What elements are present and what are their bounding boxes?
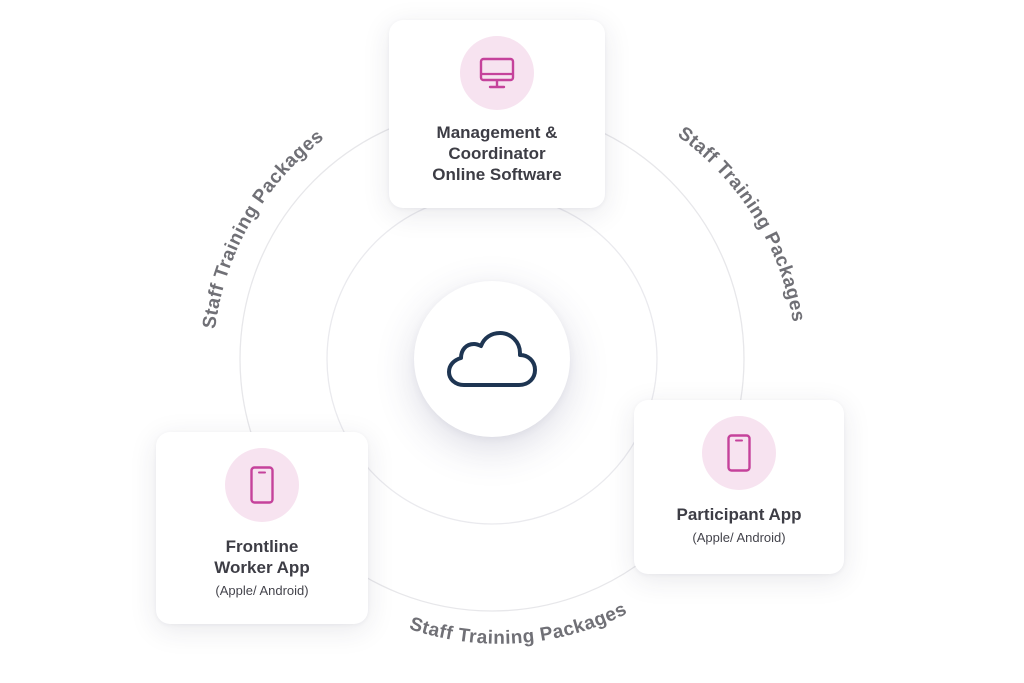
node-subtitle: (Apple/ Android)	[215, 583, 309, 598]
node-management-software: Management & Coordinator Online Software	[389, 20, 605, 208]
cloud-icon	[447, 331, 537, 387]
node-title: Participant App	[676, 505, 802, 524]
icon-badge	[460, 36, 534, 110]
node-participant-app: Participant App (Apple/ Android)	[634, 400, 844, 574]
cloud-hub	[414, 281, 570, 437]
ring-label-right: Staff Training Packages	[674, 123, 809, 324]
node-subtitle: (Apple/ Android)	[692, 530, 786, 545]
ring-label-left: Staff Training Packages	[199, 126, 328, 330]
icon-badge	[702, 416, 776, 490]
node-title: Management & Coordinator Online Software	[432, 123, 562, 184]
icon-badge	[225, 448, 299, 522]
mobile-phone-icon	[250, 466, 274, 504]
desktop-monitor-icon	[479, 57, 515, 89]
mobile-phone-icon	[727, 434, 751, 472]
node-title: Frontline Worker App	[214, 537, 310, 577]
node-frontline-worker-app: Frontline Worker App (Apple/ Android)	[156, 432, 368, 624]
